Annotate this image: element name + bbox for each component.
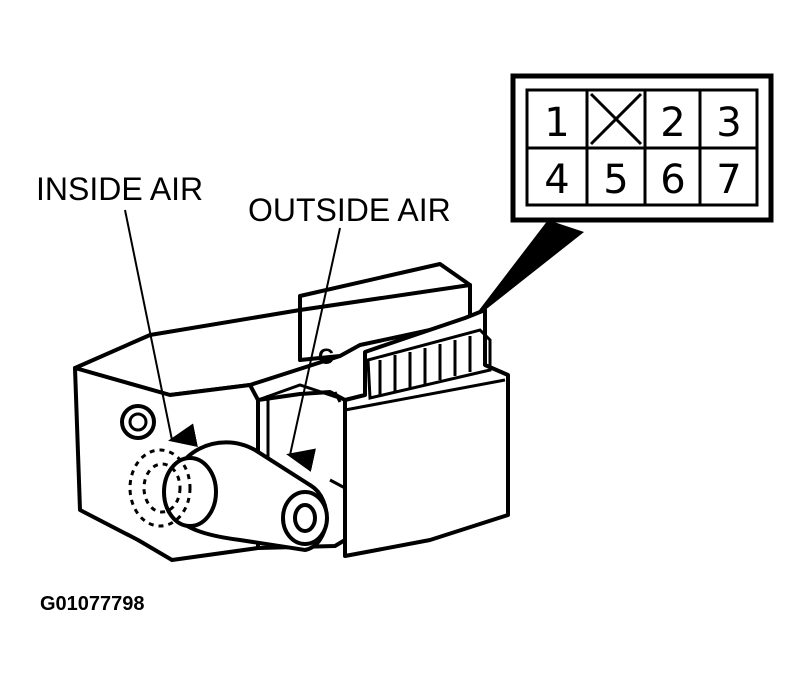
pin-label: 3 [716,100,741,146]
pin-label: 5 [603,157,628,203]
inside-air-leader [124,209,198,447]
outside-air-label: OUTSIDE AIR [248,192,451,228]
pin-label: 1 [544,100,569,146]
mounting-screw-icon [120,404,156,440]
inside-air-position-outline [128,448,192,528]
inside-air-label: INSIDE AIR [36,171,203,207]
lever-arm [162,440,329,553]
callout-wedge [470,220,584,322]
connector-mark: C [318,344,334,369]
pin-label: 6 [660,157,685,203]
connector-pinout-box: 1 2 3 4 5 6 7 [510,73,774,223]
blank-pin-cross-icon [589,92,643,146]
outside-air-leader [286,227,341,472]
figure-id: G01077798 [40,593,145,615]
pin-label: 7 [716,157,741,203]
pin-label: 4 [544,157,569,203]
pin-label: 2 [660,100,685,146]
